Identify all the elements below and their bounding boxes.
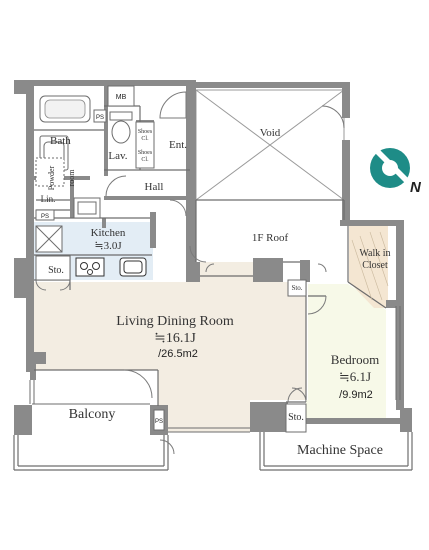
label-shoes-cl-1a: Shoes <box>138 129 153 135</box>
label-machine-space: Machine Space <box>297 443 383 458</box>
label-hall: Hall <box>145 181 164 193</box>
linen-cabinet-icon <box>73 197 101 219</box>
label-living-size-m2: /26.5m2 <box>158 348 198 360</box>
label-bath: Bath <box>50 135 71 147</box>
label-living: Living Dining Room <box>116 314 234 329</box>
label-shoes-cl-2b: Cl. <box>141 157 149 163</box>
label-bedroom-size-j: ≒6.1J <box>339 369 371 384</box>
label-walk-in-1: Walk in <box>359 248 390 259</box>
label-living-size-j: ≒16.1J <box>154 331 196 346</box>
ps-box-3 <box>153 409 165 431</box>
label-shoes-cl-2a: Shoes <box>138 150 153 156</box>
label-kitchen: Kitchen <box>91 227 126 239</box>
label-lin: Lin. <box>41 194 56 204</box>
cooktop-icon <box>75 257 105 277</box>
label-ps-2: PS <box>41 214 49 220</box>
label-lav: Lav. <box>108 150 127 162</box>
washing-machine-icon <box>35 157 65 187</box>
label-sto-bottom: Sto. <box>288 412 304 423</box>
void-area <box>195 89 345 201</box>
ps-box-1 <box>93 109 107 123</box>
label-sto-kitchen: Sto. <box>48 265 64 276</box>
label-kitchen-size: ≒3.0J <box>94 240 122 252</box>
sto-bedroom-box <box>287 279 307 297</box>
sto-bottom-box <box>285 403 307 433</box>
label-balcony: Balcony <box>69 407 116 422</box>
shoes-cabinet <box>135 121 155 169</box>
label-1f-roof: 1F Roof <box>252 232 289 244</box>
north-arrow-icon: N <box>370 148 422 196</box>
closet-hatch <box>351 231 389 301</box>
label-void: Void <box>260 127 281 139</box>
door-swings <box>35 91 345 455</box>
bedroom-floor <box>306 284 386 418</box>
label-powder-room-2: room <box>67 169 76 187</box>
sto-kitchen-box <box>35 255 71 281</box>
label-bedroom: Bedroom <box>331 352 379 367</box>
bathtub-icon <box>39 95 91 123</box>
kitchen-sink-icon <box>119 257 147 277</box>
label-ps-1: PS <box>96 115 104 121</box>
label-powder-room-1: Powder <box>47 165 56 190</box>
ps-box-2 <box>35 209 55 221</box>
label-sto-bedroom: Sto. <box>291 284 302 292</box>
label-mb: MB <box>116 94 127 101</box>
label-ent: Ent. <box>169 139 187 151</box>
toilet-icon <box>109 111 133 144</box>
living-dining-floor <box>34 262 306 432</box>
refrigerator-icon <box>35 225 63 253</box>
walk-in-closet-floor <box>349 226 388 308</box>
label-bedroom-size-m2: /9.9m2 <box>339 389 373 401</box>
label-shoes-cl-1b: Cl. <box>141 136 149 142</box>
mb-box <box>107 85 135 107</box>
compass-letter: N <box>410 179 422 196</box>
label-ps-3: PS <box>155 419 163 425</box>
windows <box>29 306 401 433</box>
label-walk-in-2: Closet <box>362 260 388 271</box>
